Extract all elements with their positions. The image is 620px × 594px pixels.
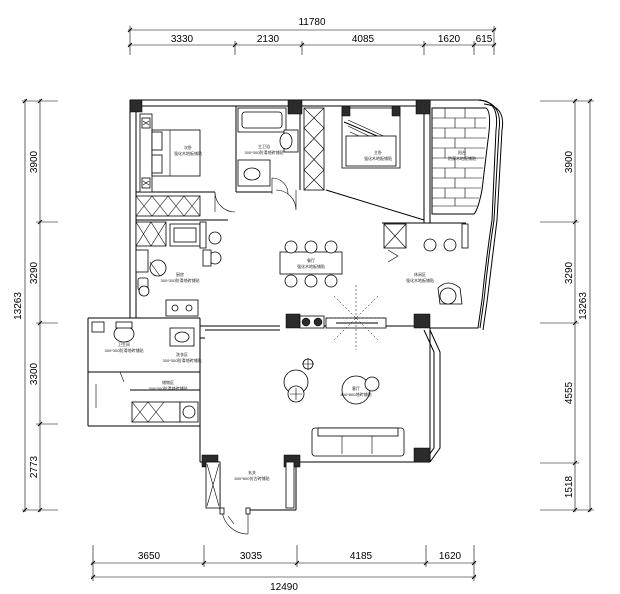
dim-left-seg-3: 3300 xyxy=(29,362,40,385)
room-balcony-note: 防腐木地板铺贴 xyxy=(448,155,476,161)
dining-furniture xyxy=(279,240,387,350)
room-bedroom-2-note: 强化木地板铺贴 xyxy=(174,150,202,156)
dim-top-seg-1: 3330 xyxy=(171,34,194,45)
dim-left-total: 13263 xyxy=(13,292,24,320)
dim-top-seg-2: 2130 xyxy=(257,34,280,45)
dim-right-seg-1: 3900 xyxy=(564,150,575,173)
kitchen-furniture xyxy=(135,221,222,317)
top-dimensions: 11780 3330 2130 4085 1620 615 xyxy=(127,17,497,55)
room-master-bedroom-name: 主卧 xyxy=(374,149,382,155)
room-labels: 次卧 强化木地板铺贴 主卫浴 300*300防滑地砖铺贴 主卧 强化木地板铺贴 … xyxy=(105,143,476,481)
dim-bottom-seg-2: 3035 xyxy=(240,551,263,562)
room-dining-name: 餐厅 xyxy=(307,257,315,263)
dim-bottom-seg-4: 1620 xyxy=(439,551,462,562)
room-leisure-name: 休闲区 xyxy=(414,271,426,277)
room-dining-note: 强化木地板铺贴 xyxy=(297,263,325,269)
room-kitchen-note: 300*300防滑地砖铺贴 xyxy=(161,277,200,283)
room-laundry-name: 洗衣区 xyxy=(176,351,188,357)
bedroom-2-furniture xyxy=(135,113,236,217)
room-master-bath-note: 300*300防滑地砖铺贴 xyxy=(245,149,284,155)
dim-left-seg-1: 3900 xyxy=(29,150,40,173)
dim-left-seg-2: 3290 xyxy=(29,261,40,284)
room-bathroom-note: 300*300防滑地砖铺贴 xyxy=(105,347,144,353)
wardrobe xyxy=(303,107,325,191)
room-living-note: 800*800地砖铺贴 xyxy=(341,391,372,397)
leisure-area-furniture xyxy=(383,223,469,305)
dim-left-seg-4: 2773 xyxy=(29,455,40,478)
master-bath-furniture xyxy=(237,107,299,211)
master-bedroom-furniture xyxy=(341,105,401,169)
room-living-name: 客厅 xyxy=(352,385,360,391)
dim-bottom-seg-3: 4185 xyxy=(350,551,373,562)
room-balcony-name: 阳台 xyxy=(458,149,466,155)
room-storage-note: 300*300防滑地砖铺贴 xyxy=(149,385,188,391)
dim-top-seg-3: 4085 xyxy=(352,34,375,45)
room-bathroom-name: 卫生间 xyxy=(118,341,130,347)
dim-right-seg-4: 1518 xyxy=(564,475,575,498)
bathroom-furniture xyxy=(88,321,199,423)
room-storage-name: 储物区 xyxy=(162,379,174,385)
room-entry-name: 玄关 xyxy=(248,469,256,475)
room-master-bedroom-note: 强化木地板铺贴 xyxy=(364,155,392,161)
entry-furniture xyxy=(205,461,295,535)
dim-right-seg-3: 4555 xyxy=(564,381,575,404)
room-kitchen-name: 厨房 xyxy=(176,271,184,277)
dim-bottom-total: 12490 xyxy=(270,582,298,593)
dim-top-total: 11780 xyxy=(298,17,326,28)
dim-bottom-seg-1: 3650 xyxy=(138,551,161,562)
living-room-furniture xyxy=(283,358,405,457)
bottom-dimensions: 3650 3035 4185 1620 12490 xyxy=(90,545,477,593)
dim-right-total: 13263 xyxy=(578,292,589,320)
room-entry-note: 800*800仿古砖铺贴 xyxy=(235,475,270,481)
room-master-bath-name: 主卫浴 xyxy=(258,143,270,149)
dim-top-seg-4: 1620 xyxy=(438,34,461,45)
balcony xyxy=(431,99,504,331)
dim-right-seg-2: 3290 xyxy=(564,261,575,284)
right-dimensions: 3900 3290 4555 1518 13263 xyxy=(540,98,594,513)
room-laundry-note: 300*300防滑地砖铺贴 xyxy=(163,357,202,363)
left-dimensions: 13263 3900 3290 3300 2773 xyxy=(13,98,58,513)
room-leisure-note: 强化木地板铺贴 xyxy=(406,277,434,283)
room-bedroom-2-name: 次卧 xyxy=(184,144,192,150)
dim-top-seg-5: 615 xyxy=(476,34,493,45)
